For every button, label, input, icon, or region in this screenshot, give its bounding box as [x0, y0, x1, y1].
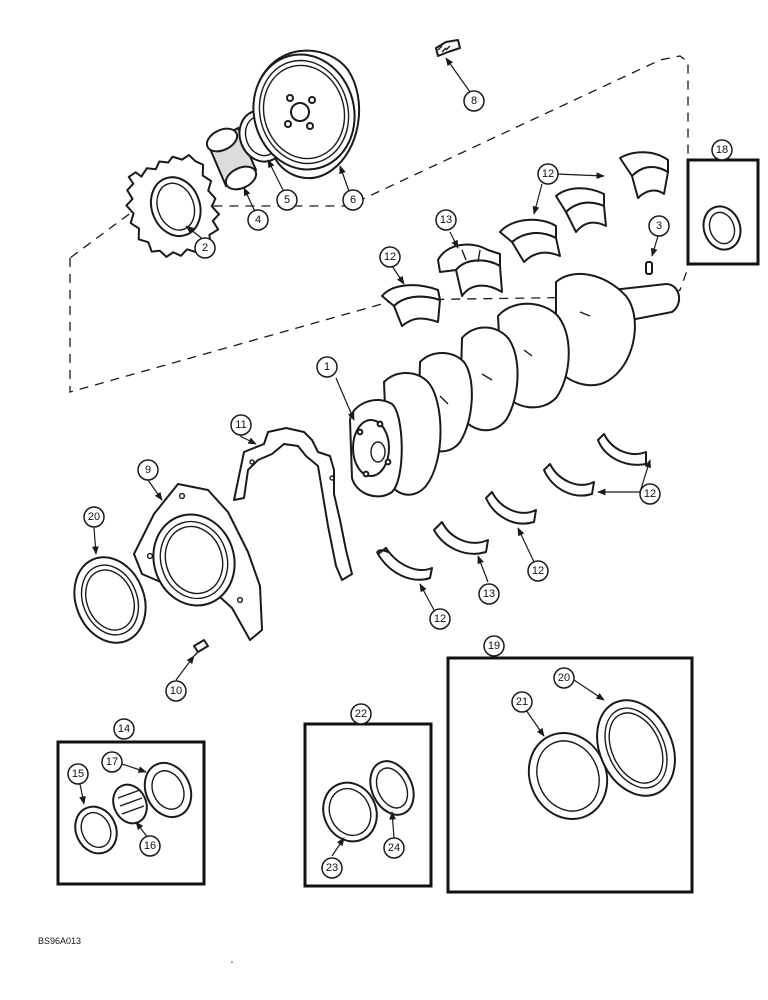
callout-19: 19: [483, 635, 505, 657]
leader-lines: [79, 57, 659, 857]
callout-label: 18: [716, 144, 728, 156]
callout-label: 17: [106, 756, 118, 768]
callout-label: 22: [355, 708, 367, 720]
callout-label: 19: [488, 640, 500, 652]
seal-15: [74, 805, 118, 855]
callout-12-b: 12: [537, 163, 559, 185]
callout-11: 11: [230, 414, 252, 436]
crankshaft: [349, 272, 681, 498]
callout-label: 13: [440, 214, 452, 226]
callout-label: 14: [118, 723, 130, 735]
callout-16: 16: [139, 835, 161, 857]
callout-label: 5: [284, 194, 290, 206]
thrust-bearing-upper: [437, 243, 503, 297]
callout-12-d: 12: [527, 560, 549, 582]
callout-12-a: 12: [379, 246, 401, 268]
bearing-shell-upper-rear: [619, 151, 669, 199]
callout-13-a: 13: [435, 209, 457, 231]
callout-5: 5: [276, 189, 298, 211]
callout-label: 12: [384, 251, 396, 263]
figure-code: BS96A013: [38, 936, 81, 946]
callout-label: 4: [255, 214, 261, 226]
seal-24: [369, 760, 415, 816]
sleeve-16: [112, 783, 148, 825]
bearing-shell-lower-3: [485, 491, 537, 525]
bearing-shell-lower-5: [597, 433, 647, 466]
bearing-shell-upper-left: [381, 284, 441, 327]
crankshaft-pulley: [252, 49, 360, 180]
sleeve-23: [322, 781, 378, 843]
callout-10: 10: [165, 680, 187, 702]
callout-20-a: 20: [83, 506, 105, 528]
callout-label: 12: [644, 488, 656, 500]
callout-4: 4: [247, 209, 269, 231]
callout-label: 15: [72, 768, 84, 780]
callout-12-c: 12: [639, 483, 661, 505]
rear-seal-retainer: [133, 483, 263, 641]
callout-3: 3: [648, 215, 670, 237]
bearing-shell-lower-4: [543, 463, 595, 497]
retainer-bolt: [193, 639, 209, 657]
callout-label: 12: [434, 613, 446, 625]
callout-9: 9: [137, 459, 159, 481]
rear-cover-gasket: [233, 427, 353, 581]
seal-20-kit: [596, 699, 676, 797]
callout-20-b: 20: [553, 667, 575, 689]
callout-label: 10: [170, 685, 182, 697]
callout-8: 8: [463, 90, 485, 112]
callout-label: 12: [532, 565, 544, 577]
callout-label: 20: [558, 672, 570, 684]
kit-box-14: [56, 740, 206, 886]
seal-17: [143, 761, 193, 819]
callout-label: 1: [324, 361, 330, 373]
callout-label: 23: [326, 862, 338, 874]
kit-box-19: [446, 656, 694, 894]
callout-17: 17: [101, 751, 123, 773]
callout-23: 23: [321, 857, 343, 879]
callout-22: 22: [350, 703, 372, 725]
speck: [231, 961, 233, 963]
callout-label: 3: [656, 220, 662, 232]
callout-24: 24: [383, 837, 405, 859]
callout-1: 1: [316, 356, 338, 378]
seal-sleeve-18: [702, 205, 742, 251]
callout-label: 9: [145, 464, 151, 476]
callout-label: 12: [542, 168, 554, 180]
callout-label: 20: [88, 511, 100, 523]
callout-14: 14: [113, 718, 135, 740]
callout-label: 16: [144, 840, 156, 852]
callout-label: 8: [471, 95, 477, 107]
kit-box-22: [303, 722, 433, 888]
callout-label: 13: [483, 588, 495, 600]
callout-18: 18: [711, 139, 733, 161]
callout-label: 24: [388, 842, 400, 854]
callout-13-b: 13: [478, 583, 500, 605]
callout-label: 11: [235, 419, 246, 431]
callout-15: 15: [67, 763, 89, 785]
callout-label: 6: [350, 194, 356, 206]
callout-label: 2: [202, 242, 208, 254]
callout-6: 6: [342, 189, 364, 211]
callout-12-e: 12: [429, 608, 451, 630]
dowel-pin: [645, 261, 653, 275]
bearing-shell-lower-1: [376, 547, 433, 581]
bearing-shell-lower-2: [433, 521, 489, 555]
crankshaft-gear: [125, 154, 220, 258]
bearing-shell-upper-right: [555, 187, 607, 233]
callout-21: 21: [511, 691, 533, 713]
callout-label: 21: [516, 696, 528, 708]
pulley-bolt: [435, 39, 461, 57]
bearing-shell-upper-mid: [499, 218, 561, 263]
callout-2: 2: [194, 237, 216, 259]
rear-seal-left: [73, 556, 147, 644]
